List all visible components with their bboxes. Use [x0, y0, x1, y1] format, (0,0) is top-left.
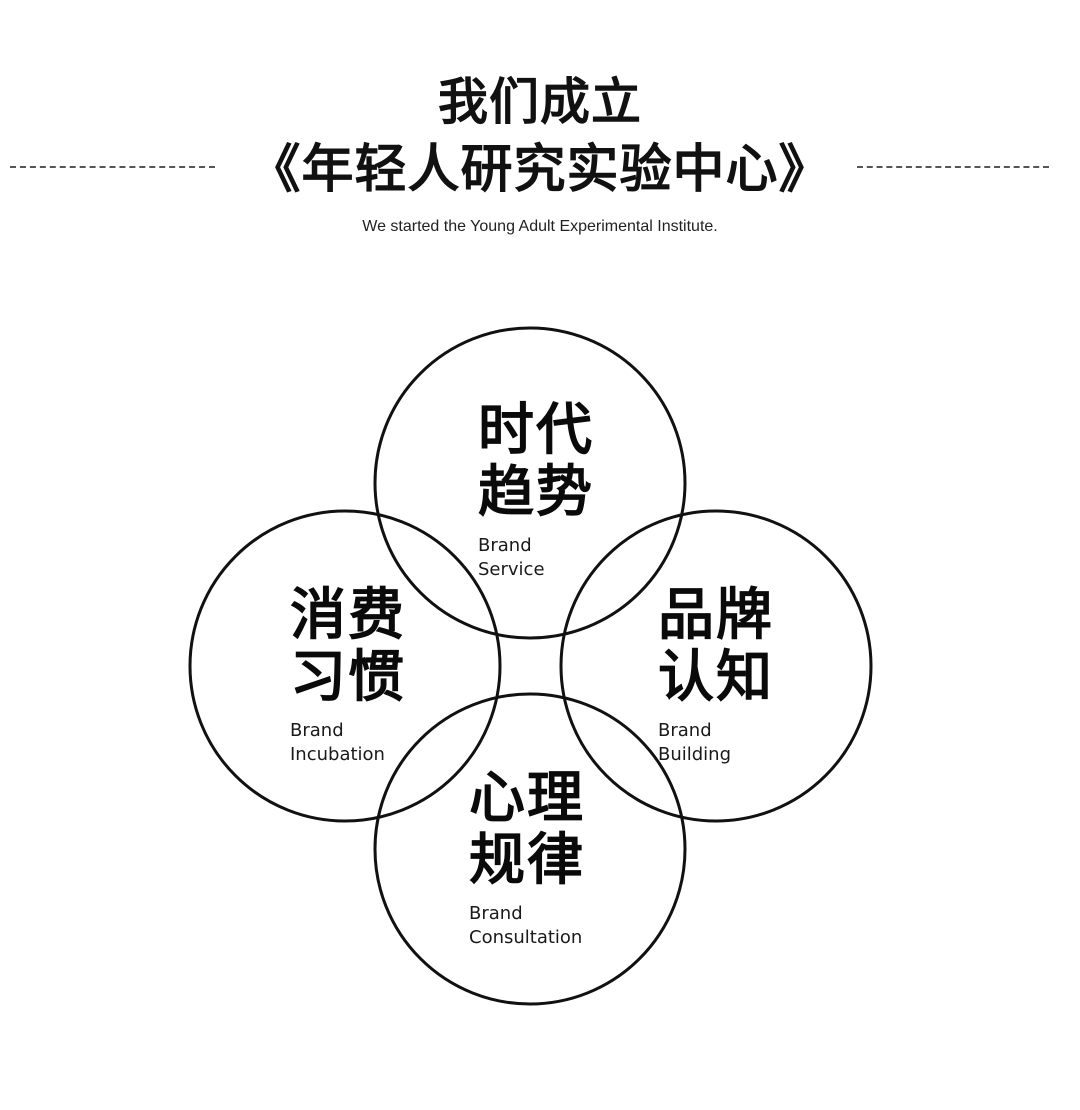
node-left: 消费 习惯 Brand Incubation	[290, 585, 406, 767]
decorative-dashed-line-right	[857, 166, 1049, 168]
node-right-en-2: Building	[658, 744, 732, 765]
node-bottom-en-1: Brand	[469, 903, 523, 924]
node-left-en-2: Incubation	[290, 744, 385, 765]
node-right-cn-2: 认知	[658, 645, 774, 710]
circle-bottom	[373, 692, 687, 1006]
title-line-2: 《年轻人研究实验中心》	[248, 140, 832, 200]
node-bottom-cn-2: 规律	[469, 828, 585, 893]
title-line-1: 我们成立	[438, 73, 642, 131]
node-left-cn-2: 习惯	[290, 645, 406, 710]
node-bottom: 心理 规律 Brand Consultation	[469, 768, 585, 950]
node-left-cn-1: 消费	[290, 583, 406, 648]
node-bottom-en: Brand Consultation	[469, 902, 585, 950]
node-right-en-1: Brand	[658, 720, 712, 741]
circle-right	[559, 509, 873, 823]
circle-top	[373, 326, 687, 640]
node-top-en: Brand Service	[478, 534, 594, 582]
decorative-dashed-line-left	[10, 166, 215, 168]
node-left-en: Brand Incubation	[290, 719, 406, 767]
node-right: 品牌 认知 Brand Building	[658, 585, 774, 767]
node-right-en: Brand Building	[658, 719, 774, 767]
node-bottom-en-2: Consultation	[469, 927, 583, 948]
subtitle: We started the Young Adult Experimental …	[362, 218, 718, 235]
node-top-en-2: Service	[478, 559, 545, 580]
node-top-cn-2: 趋势	[478, 460, 594, 525]
node-top: 时代 趋势 Brand Service	[478, 400, 594, 582]
node-top-en-1: Brand	[478, 535, 532, 556]
node-bottom-cn-1: 心理	[469, 766, 585, 831]
circle-left	[188, 509, 502, 823]
node-right-cn-1: 品牌	[658, 583, 774, 648]
node-left-en-1: Brand	[290, 720, 344, 741]
node-top-cn-1: 时代	[478, 398, 594, 463]
